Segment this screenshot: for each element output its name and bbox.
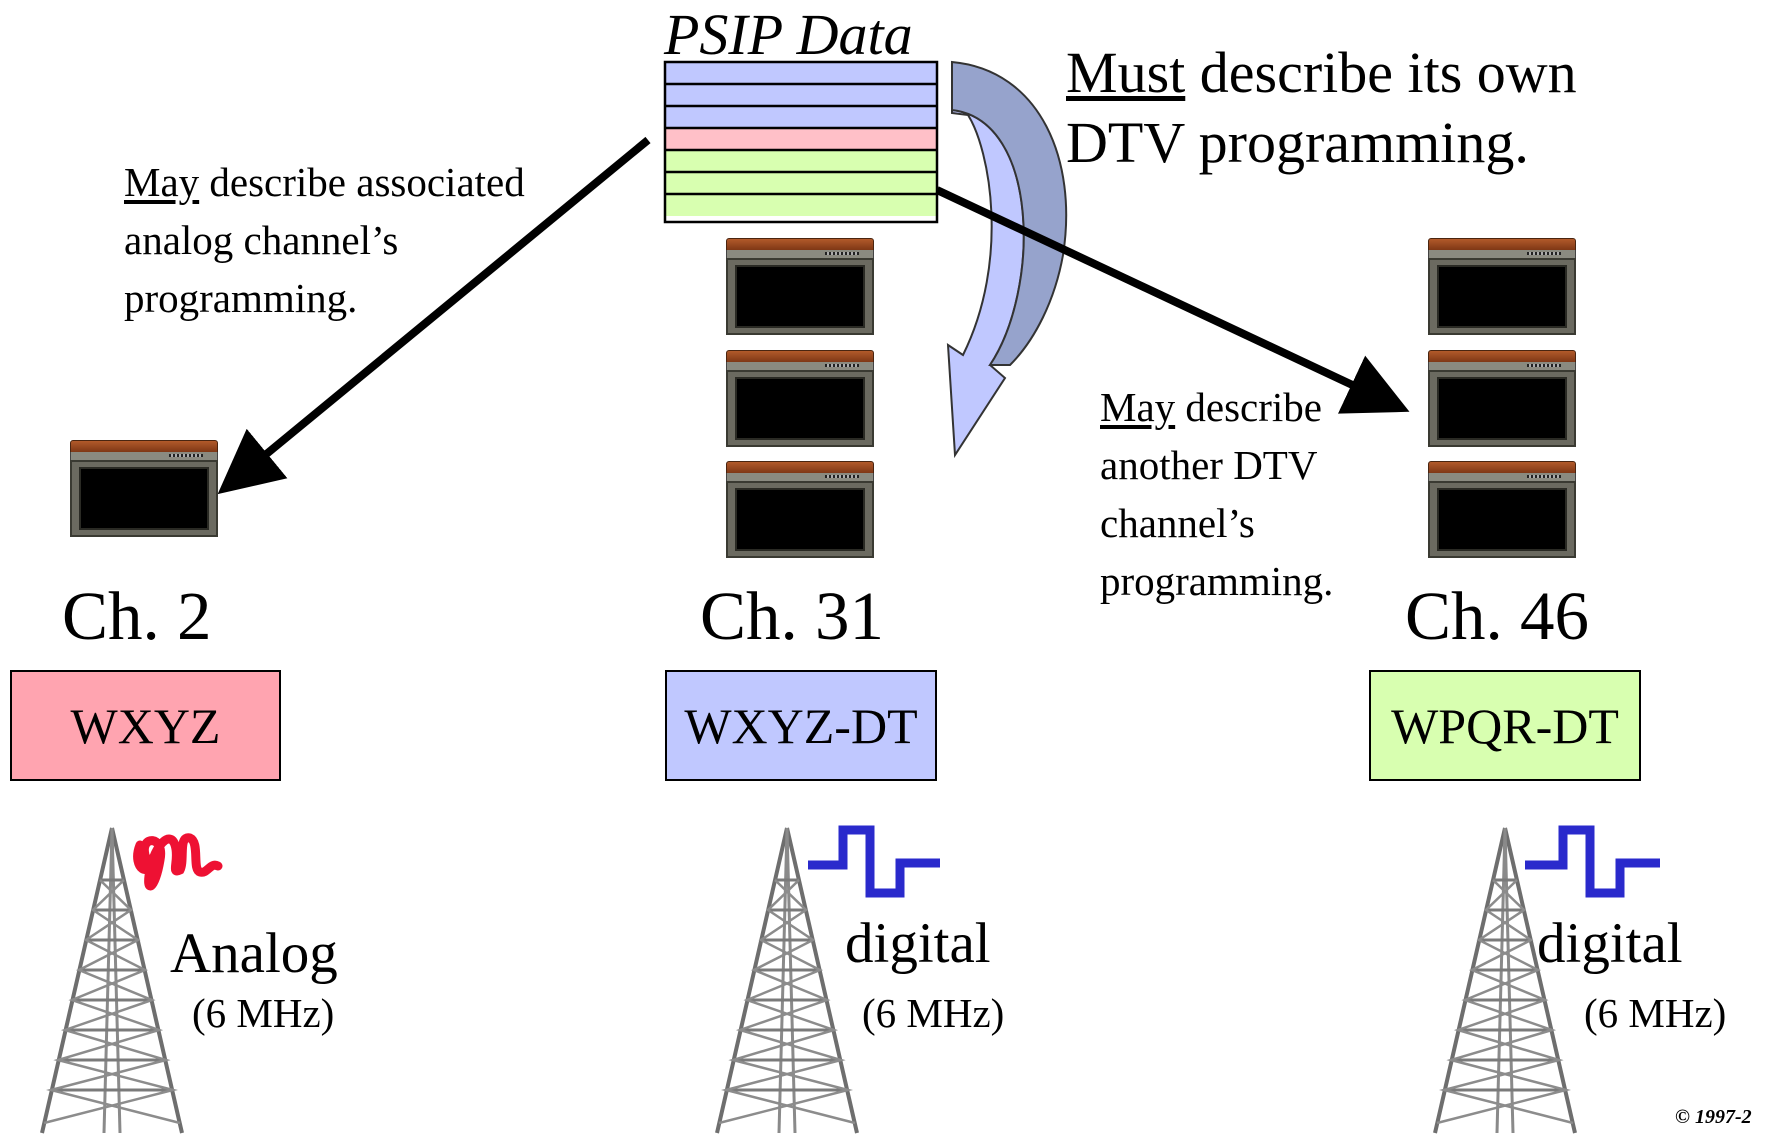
arrow-to-ch46 [935, 186, 1410, 414]
psip-row [665, 106, 937, 128]
note-must-emphasis: Must [1066, 40, 1186, 105]
psip-row [665, 128, 937, 150]
television-icon [1428, 461, 1576, 558]
digital-pulse-icon [1525, 825, 1660, 898]
station-name: WXYZ-DT [684, 697, 918, 754]
note-other-dtv-line4: programming. [1100, 558, 1334, 604]
television-icon [726, 461, 874, 558]
note-analog-line1: describe associated [199, 159, 525, 205]
television-icon [70, 440, 218, 537]
channel-label: Ch. 46 [1405, 578, 1590, 654]
digital-pulse-icon [808, 825, 940, 898]
television-icon [726, 238, 874, 335]
bandwidth-label: (6 MHz) [192, 990, 335, 1036]
station-name: WXYZ [70, 697, 221, 754]
station-name: WPQR-DT [1391, 697, 1619, 754]
psip-row [665, 172, 937, 194]
copyright-notice: © 1997-2 [1675, 1106, 1752, 1128]
station-box: WPQR-DT [1369, 670, 1641, 781]
arrow-to-ch2 [217, 136, 651, 495]
broadcast-tower-icon [715, 826, 859, 1134]
note-must-describe: Must describe its own DTV programming. [1066, 38, 1577, 178]
station-box: WXYZ-DT [665, 670, 937, 781]
signal-type-label: Analog [170, 922, 338, 985]
note-must-line2: DTV programming. [1066, 110, 1529, 175]
signal-type-label: digital [845, 912, 991, 975]
note-analog-emphasis: May [124, 159, 200, 205]
note-other-dtv-line3: channel’s [1100, 500, 1255, 546]
note-other-dtv-line1: describe [1175, 384, 1322, 430]
psip-data-title: PSIP Data [664, 2, 913, 67]
note-other-dtv-emphasis: May [1100, 384, 1176, 430]
channel-label: Ch. 2 [62, 578, 212, 654]
broadcast-tower-icon [1433, 826, 1577, 1134]
note-other-dtv: May describe another DTV channel’s progr… [1100, 378, 1333, 610]
bandwidth-label: (6 MHz) [1584, 990, 1727, 1036]
television-icon [726, 350, 874, 447]
psip-row [665, 194, 937, 216]
psip-row [665, 62, 937, 84]
channel-label: Ch. 31 [700, 578, 885, 654]
psip-row [665, 84, 937, 106]
station-box: WXYZ [10, 670, 281, 781]
note-other-dtv-line2: another DTV [1100, 442, 1318, 488]
bandwidth-label: (6 MHz) [862, 990, 1005, 1036]
television-icon [1428, 238, 1576, 335]
psip-row [665, 150, 937, 172]
psip-data-table [663, 60, 939, 224]
note-analog-line3: programming. [124, 275, 358, 321]
note-analog-line2: analog channel’s [124, 217, 399, 263]
analog-wave-icon [133, 833, 223, 891]
television-icon [1428, 350, 1576, 447]
note-analog: May describe associated analog channel’s… [124, 153, 525, 327]
signal-type-label: digital [1537, 912, 1683, 975]
note-must-line1: describe its own [1185, 40, 1577, 105]
